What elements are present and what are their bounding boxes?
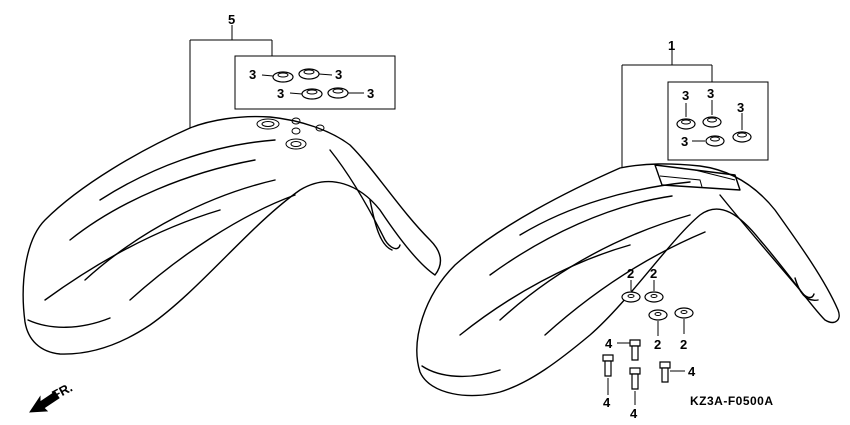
callout-3: 3 [681, 134, 688, 149]
grommet [732, 131, 752, 143]
grommet [676, 118, 696, 130]
callout-2: 2 [680, 337, 687, 352]
bolt [659, 361, 671, 383]
callout-4: 4 [630, 406, 638, 421]
grommet [301, 88, 323, 100]
callout-3: 3 [249, 67, 256, 82]
washer [621, 291, 641, 303]
callout-3: 3 [335, 67, 342, 82]
grommet [327, 87, 349, 99]
callout-3: 3 [367, 86, 374, 101]
bolt [629, 367, 641, 390]
washer-group [621, 280, 694, 336]
callout-2: 2 [627, 266, 634, 281]
grommet [705, 135, 725, 147]
callout-2: 2 [654, 337, 661, 352]
callout-frame-5 [189, 25, 396, 128]
grommet [272, 71, 294, 83]
diagram-code: KZ3A-F0500A [690, 394, 774, 408]
right-fender [416, 163, 840, 397]
washer [648, 309, 668, 321]
callout-4: 4 [688, 364, 696, 379]
callout-3: 3 [707, 86, 714, 101]
grommet-group-left [261, 68, 364, 100]
washer [674, 307, 694, 319]
grommet-group-right [676, 100, 752, 147]
callout-frame-1 [621, 50, 769, 168]
bolt [629, 339, 641, 361]
callout-1: 1 [668, 38, 675, 53]
grommet [702, 116, 722, 128]
bolt [602, 354, 614, 377]
callout-3: 3 [682, 88, 689, 103]
callout-4: 4 [603, 395, 611, 410]
callout-4: 4 [605, 336, 613, 351]
left-fender [22, 115, 442, 355]
front-direction-arrow-icon [29, 391, 60, 413]
washer [644, 291, 664, 303]
callout-2: 2 [650, 266, 657, 281]
callout-5: 5 [228, 12, 235, 27]
callout-3: 3 [737, 100, 744, 115]
grommet [298, 68, 320, 80]
callout-3: 3 [277, 86, 284, 101]
bolt-group [602, 339, 685, 405]
